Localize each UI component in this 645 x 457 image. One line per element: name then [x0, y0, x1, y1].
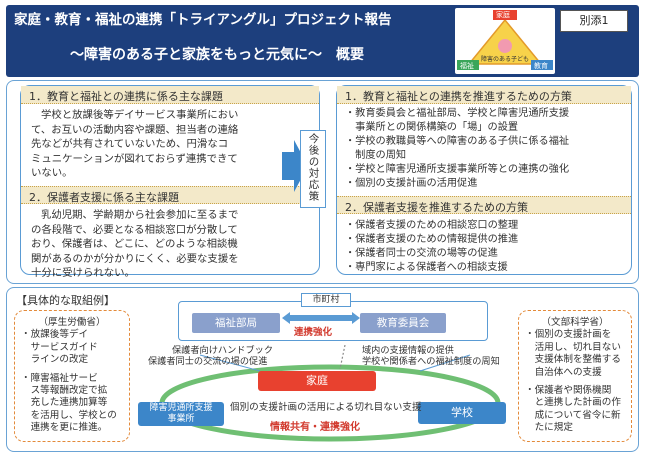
mhlw-line: 充した連携加算等 [21, 397, 108, 409]
measures-panel: 1．教育と福祉との連携を推進するための方策 ・教育委員会と福祉部局、学校と障害児… [336, 85, 632, 275]
info-share-label: 情報共有・連携強化 [270, 422, 360, 433]
mhlw-line: サービスガイド [21, 341, 98, 353]
education-board-box: 教育委員会 [360, 313, 446, 333]
right-arrow-icon [282, 140, 308, 192]
triangle-center-label: 障害のある子ども [481, 56, 530, 63]
coop-strengthen-label: 連携強化 [294, 327, 333, 338]
issue2-line: 十分に受けられない。 [31, 267, 135, 280]
page-subtitle: 〜障害のある子と家族をもっと元気に〜 概要 [70, 47, 364, 63]
issue1-line: 学校と放課後等デイサービス事業所におい [41, 109, 239, 121]
support-office-line1: 障害児通所支援 [149, 403, 213, 413]
welfare-dept-box: 福祉部局 [192, 313, 280, 333]
home-box: 家庭 [258, 371, 376, 391]
issue2-line: の各段階で、必要となる相談窓口が分散して [31, 223, 238, 236]
mhlw-line: ・障害福祉サービ [21, 372, 98, 384]
measures-section1-body: ・教育委員会と福祉部局、学校と障害児通所支援 事業所との関係構築の「場」の設置 … [337, 104, 631, 196]
triangle-diagram: 家庭 福祉 教育 障害のある子ども [455, 8, 555, 74]
measure2-item: ・専門家による保護者への相談支援 [345, 262, 508, 273]
mhlw-line: 連携を更に推進。 [21, 422, 108, 434]
issues-section2-title: 2．保護者支援に係る主な課題 [21, 186, 319, 204]
mhlw-line: （厚生労働省） [38, 317, 106, 328]
mext-line: 自治体への支援 [525, 366, 602, 378]
mhlw-line: ・放課後等デイ [21, 329, 89, 341]
issues-section2-body: 乳幼児期、学齢期から社会参加に至るまで の各段階で、必要となる相談窓口が分散して… [21, 204, 319, 285]
measures-section2-body: ・保護者支援のための相談窓口の整理 ・保護者支援のための情報提供の推進 ・保護者… [337, 214, 631, 280]
triangle-welfare-label: 福祉 [460, 62, 474, 70]
issue1-line: いない。 [31, 167, 73, 180]
mext-line: 活用し、切れ目ない [525, 341, 621, 353]
annex-badge: 別添1 [560, 10, 628, 32]
issues-section1-title: 1．教育と福祉との連携に係る主な課題 [21, 86, 319, 104]
page-title: 家庭・教育・福祉の連携「トライアングル」プロジェクト報告 [14, 12, 392, 28]
issue1-line: て、お互いの活動内容や課題、担当者の連絡 [31, 123, 239, 136]
mext-line: 支援体制を整備する [525, 354, 621, 366]
measure2-item: ・保護者支援のための相談窓口の整理 [345, 220, 519, 231]
handbook-line2: 保護者同士の交流の場の促進 [148, 356, 268, 367]
measure1-item: 制度の周知 [345, 150, 407, 161]
mext-line: と連携した計画の作 [525, 397, 621, 409]
triangle-education-label: 教育 [534, 62, 548, 70]
triangle-home-label: 家庭 [496, 11, 510, 19]
measure1-item: ・教育委員会と福祉部局、学校と障害児通所支援 [345, 108, 570, 119]
future-measures-text: 今後の対応策 [307, 133, 320, 202]
municipality-label: 市町村 [301, 293, 351, 307]
info-line2: 学校や関係者への福祉制度の周知 [362, 356, 500, 367]
measure1-item: 事業所との関係構築の「場」の設置 [345, 122, 519, 133]
support-office-line2: 事業所 [167, 414, 195, 424]
measures-section2-title: 2．保護者支援を推進するための方策 [337, 196, 631, 214]
school-box: 学校 [418, 402, 506, 424]
mext-line: ・保護者や関係機関 [525, 385, 612, 397]
support-plan-text: 個別の支援計画の活用による切れ目ない支援 [230, 402, 422, 413]
mext-line: ・個別の支援計画を [525, 329, 612, 341]
measure2-item: ・保護者支援のための情報提供の推進 [345, 234, 519, 245]
support-office-box: 障害児通所支援 事業所 [138, 402, 224, 426]
mhlw-line: ス等報酬改定で拡 [21, 385, 108, 397]
issue2-line: 関があるのかが分かりにくく、必要な支援を [31, 252, 239, 265]
mext-box: （文部科学省） ・個別の支援計画を 活用し、切れ目ない 支援体制を整備する 自治… [518, 310, 632, 442]
handbook-line1: 保護者向けハンドブック [172, 345, 274, 356]
mhlw-line: を活用し、学校との [21, 409, 117, 421]
initiatives-title: 【具体的な取組例】 [16, 294, 115, 307]
future-measures-label: 今後の対応策 [300, 130, 326, 208]
mhlw-box: （厚生労働省） ・放課後等デイ サービスガイド ラインの改定 ・障害福祉サービ … [14, 310, 130, 442]
issue2-line: 乳幼児期、学齢期から社会参加に至るまで [41, 209, 239, 221]
issues-panel: 1．教育と福祉との連携に係る主な課題 学校と放課後等デイサービス事業所におい て… [20, 85, 320, 279]
issue1-line: 先などが共有されていないため、円滑なコ [31, 138, 229, 151]
info-line1: 域内の支援情報の提供 [362, 345, 454, 356]
upper-section [6, 80, 639, 284]
measure1-item: ・学校の教職員等への障害のある子供に係る福祉 [345, 136, 570, 147]
measure1-item: ・個別の支援計画の活用促進 [345, 178, 478, 189]
issue2-line: おり、保護者は、どこに、どのような相談機 [31, 238, 238, 251]
issues-section1-body: 学校と放課後等デイサービス事業所におい て、お互いの活動内容や課題、担当者の連絡… [21, 104, 319, 180]
mhlw-line: ラインの改定 [21, 354, 89, 366]
issue1-line: ミュニケーションが図れておらず連携できて [31, 152, 238, 165]
mext-line: たに規定 [525, 422, 573, 434]
mext-line: （文部科学省） [541, 317, 609, 328]
double-arrow-icon [282, 312, 360, 324]
initiatives-section [6, 287, 639, 452]
measure2-item: ・保護者同士の交流の場等の促進 [345, 248, 498, 259]
measures-section1-title: 1．教育と福祉との連携を推進するための方策 [337, 86, 631, 104]
measure1-item: ・学校と障害児通所支援事業所等との連携の強化 [345, 164, 570, 175]
mext-line: 成について省令に新 [525, 409, 621, 421]
